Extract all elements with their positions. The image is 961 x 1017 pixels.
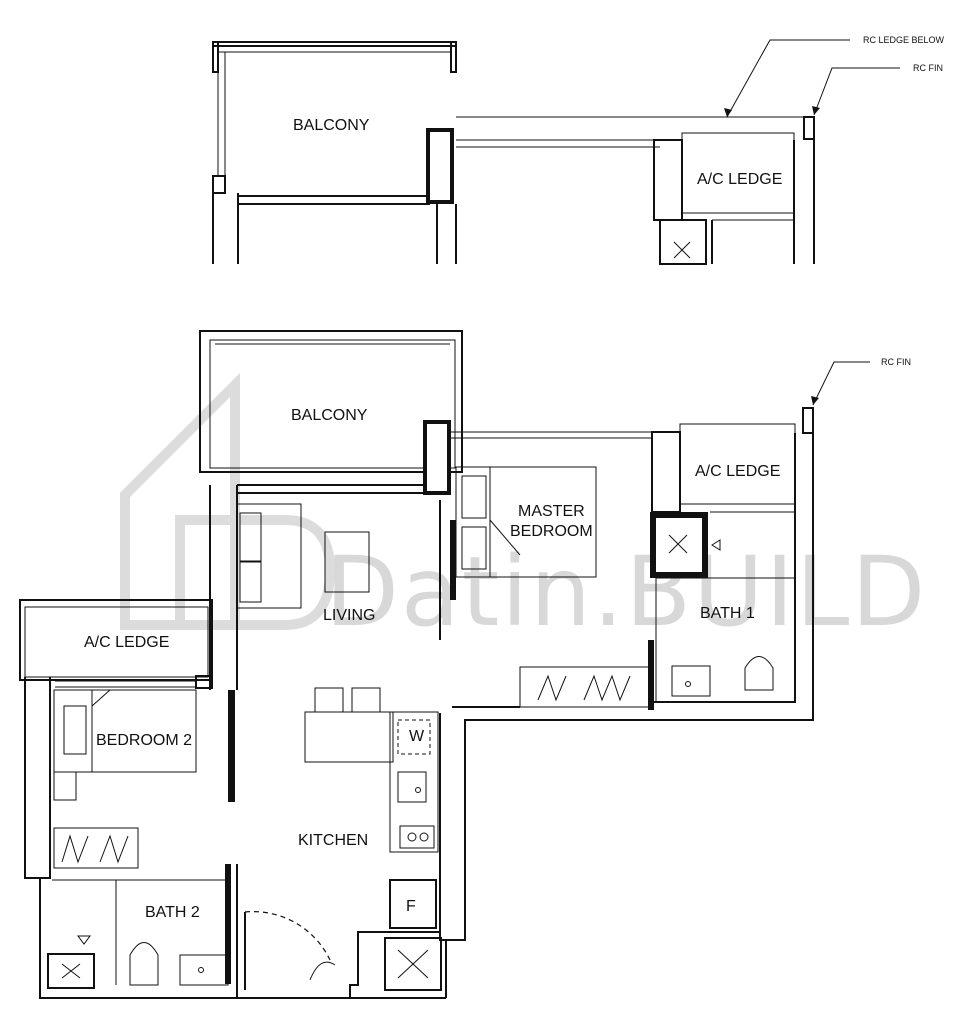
watermark-house-icon: [120, 372, 336, 630]
cooktop-icon: [399, 825, 435, 849]
balcony-label: BALCONY: [291, 407, 368, 424]
rc-ledge-below-label: RC LEDGE BELOW: [863, 35, 945, 45]
upper-ac-ledge-label: A/C LEDGE: [697, 171, 782, 188]
ac-ledge-left-label: A/C LEDGE: [84, 634, 169, 651]
balcony: [199, 330, 463, 495]
watermark-text: Datin.BUILD: [325, 536, 927, 648]
master-wardrobe: [452, 640, 654, 710]
rc-fin-leader: [812, 361, 870, 406]
ac-ledge-top-label: A/C LEDGE: [695, 463, 780, 480]
upper-balcony-label: BALCONY: [293, 117, 370, 134]
fridge-icon: [389, 879, 437, 929]
living-label: LIVING: [323, 607, 375, 624]
upper-rc-ledge: [456, 116, 815, 148]
bedroom-2-label: BEDROOM 2: [96, 732, 192, 749]
kitchen-label: KITCHEN: [298, 832, 368, 849]
bedroom-2: [24, 677, 235, 879]
upper-rc-fin-leader: [813, 67, 900, 116]
watermark: Datin.BUILD: [120, 372, 927, 648]
upper-balcony: [212, 41, 457, 264]
bath-1-label: BATH 1: [700, 605, 755, 622]
washer-label: W: [409, 728, 425, 745]
sink-icon: [397, 771, 427, 803]
upper-rc-fin-label: RC FIN: [913, 63, 943, 73]
upper-ac-ledge: [653, 132, 815, 265]
fridge-label: F: [406, 898, 416, 915]
living: [209, 485, 370, 690]
rc-ledge-below-leader: [726, 39, 850, 118]
ac-ledge-top: [651, 407, 814, 513]
upper-plan: BALCONY A/C LEDGE RC LEDGE BELOW: [212, 35, 945, 265]
kitchen: [304, 687, 439, 929]
ac-shaft: [650, 512, 721, 578]
rc-fin-label: RC FIN: [881, 357, 911, 367]
ac-ledge-left: [19, 599, 213, 689]
master-bedroom-label-2: BEDROOM: [510, 523, 593, 540]
master-bedroom: [439, 466, 597, 640]
bath-2: [39, 864, 238, 999]
entrance-door: [237, 911, 350, 999]
kitchen-shaft: [349, 931, 447, 999]
washer-icon: [397, 719, 431, 755]
unit-plan: BALCONY A/C LEDGE: [19, 330, 911, 999]
bath-1: [655, 577, 795, 702]
bath-2-label: BATH 2: [145, 904, 200, 921]
master-bedroom-label-1: MASTER: [518, 503, 585, 520]
